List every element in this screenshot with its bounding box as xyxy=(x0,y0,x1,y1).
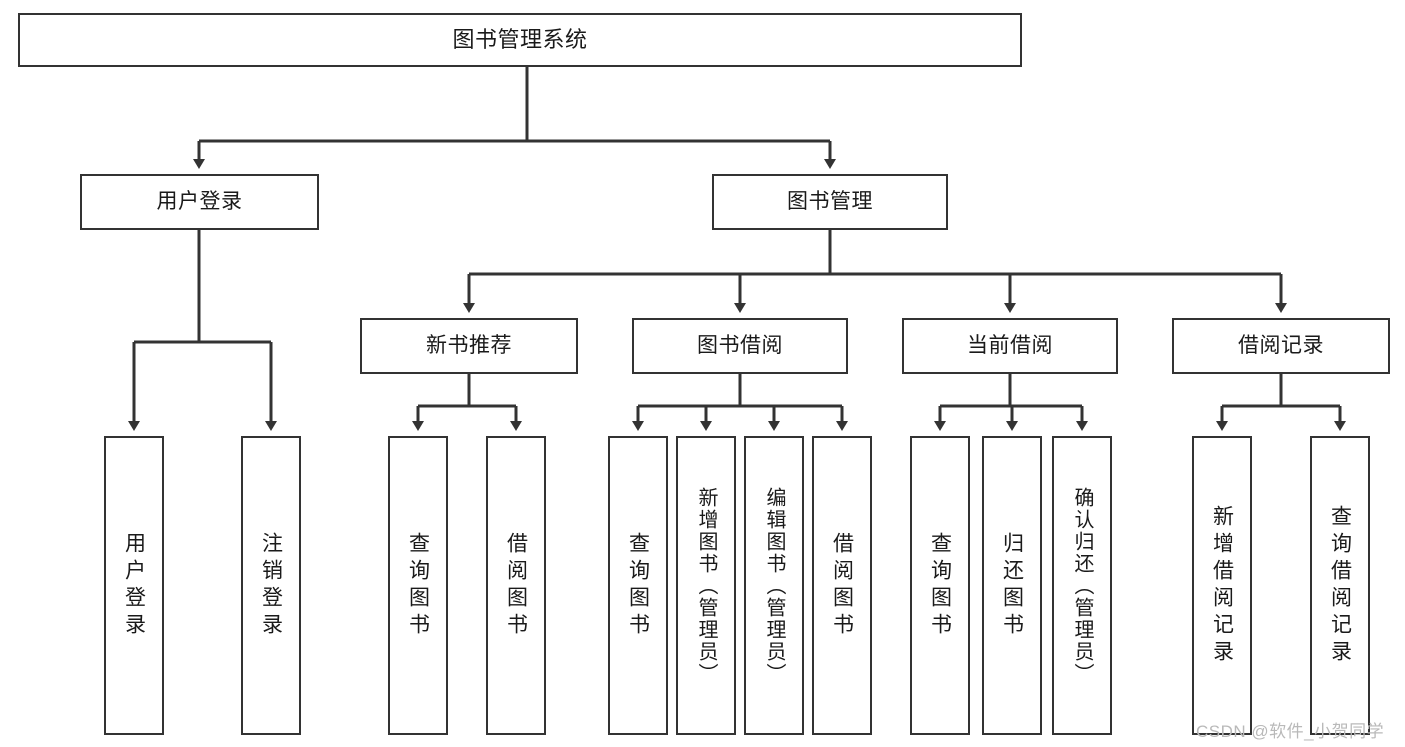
node-new-book-recommend[interactable]: 新书推荐 xyxy=(360,318,578,374)
node-book-borrow-label: 图书借阅 xyxy=(697,334,783,358)
node-leaf-user-login-label: 用户登录 xyxy=(122,531,146,640)
node-leaf-add-record[interactable]: 新增借阅记录 xyxy=(1192,436,1252,735)
node-borrow-record[interactable]: 借阅记录 xyxy=(1172,318,1390,374)
node-leaf-borrow-book-2-label: 借阅图书 xyxy=(830,531,854,640)
node-current-borrow[interactable]: 当前借阅 xyxy=(902,318,1118,374)
node-leaf-query-record-label: 查询借阅记录 xyxy=(1328,504,1352,667)
node-leaf-edit-book[interactable]: 编辑图书（管理员） xyxy=(744,436,804,735)
node-root-label: 图书管理系统 xyxy=(452,26,588,52)
node-root[interactable]: 图书管理系统 xyxy=(18,13,1022,67)
node-leaf-borrow-book-1-label: 借阅图书 xyxy=(504,531,528,640)
node-current-borrow-label: 当前借阅 xyxy=(967,334,1053,358)
node-leaf-logout[interactable]: 注销登录 xyxy=(241,436,301,735)
node-leaf-add-book[interactable]: 新增图书（管理员） xyxy=(676,436,736,735)
node-leaf-add-record-label: 新增借阅记录 xyxy=(1210,504,1234,667)
node-leaf-borrow-book-2[interactable]: 借阅图书 xyxy=(812,436,872,735)
node-leaf-add-book-label: 新增图书（管理员） xyxy=(695,486,717,685)
node-book-borrow[interactable]: 图书借阅 xyxy=(632,318,848,374)
node-leaf-edit-book-label: 编辑图书（管理员） xyxy=(763,486,785,685)
node-borrow-record-label: 借阅记录 xyxy=(1238,334,1324,358)
node-book-manage-label: 图书管理 xyxy=(787,190,873,214)
node-leaf-query-book-3[interactable]: 查询图书 xyxy=(910,436,970,735)
node-leaf-confirm-return[interactable]: 确认归还（管理员） xyxy=(1052,436,1112,735)
node-leaf-user-login[interactable]: 用户登录 xyxy=(104,436,164,735)
node-user-login-label: 用户登录 xyxy=(156,190,243,214)
node-leaf-logout-label: 注销登录 xyxy=(259,531,283,640)
node-book-manage[interactable]: 图书管理 xyxy=(712,174,948,230)
node-leaf-query-record[interactable]: 查询借阅记录 xyxy=(1310,436,1370,735)
node-leaf-return-book[interactable]: 归还图书 xyxy=(982,436,1042,735)
csdn-watermark: CSDN @软件_小贺同学 xyxy=(1196,722,1385,741)
node-leaf-query-book-2[interactable]: 查询图书 xyxy=(608,436,668,735)
node-new-book-recommend-label: 新书推荐 xyxy=(426,334,512,358)
node-leaf-return-book-label: 归还图书 xyxy=(1000,531,1024,640)
node-leaf-query-book-3-label: 查询图书 xyxy=(928,531,952,640)
node-leaf-query-book-1-label: 查询图书 xyxy=(406,531,430,640)
node-leaf-borrow-book-1[interactable]: 借阅图书 xyxy=(486,436,546,735)
node-leaf-query-book-1[interactable]: 查询图书 xyxy=(388,436,448,735)
node-user-login[interactable]: 用户登录 xyxy=(80,174,319,230)
node-leaf-query-book-2-label: 查询图书 xyxy=(626,531,650,640)
node-leaf-confirm-return-label: 确认归还（管理员） xyxy=(1071,486,1093,685)
